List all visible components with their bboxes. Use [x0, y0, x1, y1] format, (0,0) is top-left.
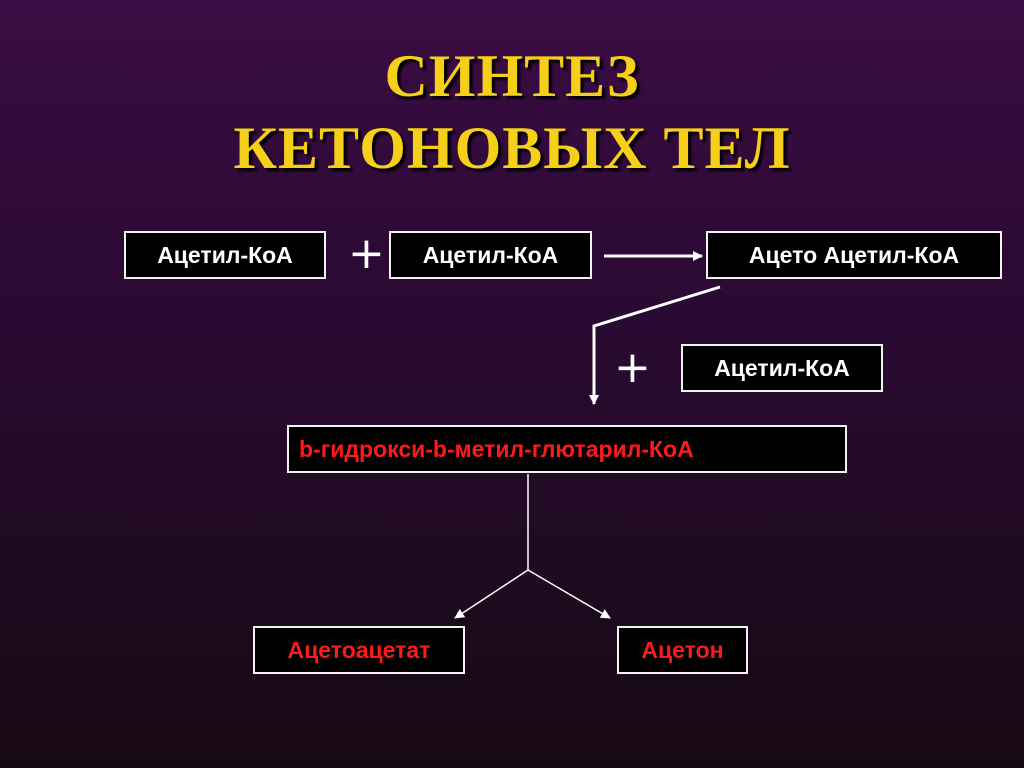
plus-sign-2: +: [614, 342, 651, 393]
node-hmg-coa: b-гидрокси-b-метил-глютарил-КоА: [287, 425, 847, 473]
node-acetoacetate: Ацетоацетат: [253, 626, 465, 674]
arrow-to-acetone: [527, 569, 611, 619]
title-line-2: КЕТОНОВЫХ ТЕЛ: [233, 115, 791, 181]
arrow-to-hmg-coa: [589, 285, 721, 405]
plus-sign-1: +: [348, 228, 385, 279]
arrow-to-acetoacetate: [454, 569, 529, 619]
node-acetone: Ацетон: [617, 626, 748, 674]
node-acetyl-coa-2: Ацетил-КоА: [389, 231, 592, 279]
title-line-1: СИНТЕЗ: [384, 43, 640, 109]
node-acetyl-coa-1: Ацетил-КоА: [124, 231, 326, 279]
slide-title: СИНТЕЗ КЕТОНОВЫХ ТЕЛ: [0, 40, 1024, 184]
node-acetyl-coa-3: Ацетил-КоА: [681, 344, 883, 392]
node-acetoacetyl-coa: Ацето Ацетил-КоА: [706, 231, 1002, 279]
